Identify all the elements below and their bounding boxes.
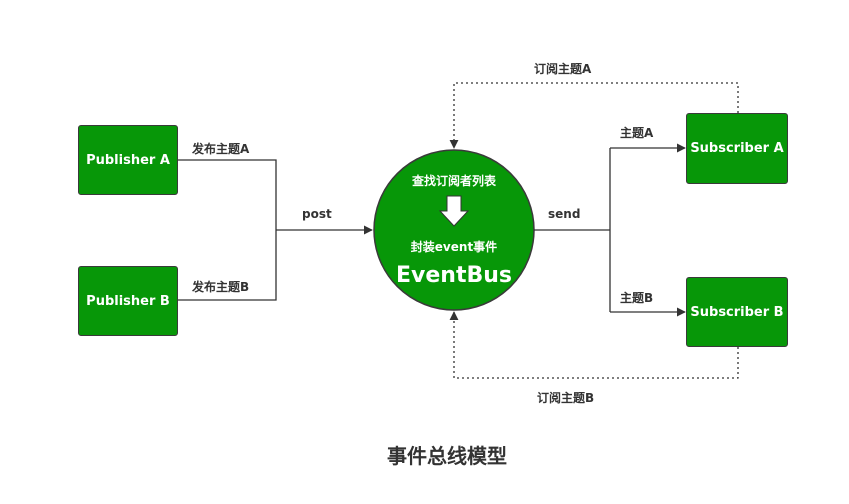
- down-arrow-icon: [438, 195, 470, 227]
- eventbus-title: EventBus: [396, 263, 512, 288]
- publisher-a-line: [178, 159, 277, 230]
- publisher-b-label: Publisher B: [86, 293, 170, 309]
- publisher-a-label: Publisher A: [86, 152, 170, 168]
- subscribe-a-dotted-line: [449, 82, 739, 149]
- send-label: send: [548, 207, 581, 221]
- bus-step-find-subscribers: 查找订阅者列表: [411, 174, 496, 188]
- subscriber-a-node: Subscriber A: [686, 113, 788, 184]
- publisher-a-node: Publisher A: [78, 125, 178, 195]
- subscriber-b-node: Subscriber B: [686, 277, 788, 347]
- subscribe-b-dotted-line: [449, 311, 739, 379]
- topic-b-label: 主题B: [620, 291, 654, 305]
- subscribe-topic-b-label: 订阅主题B: [537, 391, 595, 405]
- publisher-b-node: Publisher B: [78, 266, 178, 336]
- bus-step-wrap-event: 封装event事件: [410, 240, 498, 254]
- topic-a-label: 主题A: [620, 126, 654, 140]
- subscriber-b-label: Subscriber B: [690, 304, 784, 320]
- publisher-b-line: [178, 230, 277, 301]
- post-label: post: [302, 207, 332, 221]
- diagram-title: 事件总线模型: [387, 444, 507, 468]
- publish-topic-a-label: 发布主题A: [192, 142, 250, 156]
- subscriber-a-label: Subscriber A: [690, 141, 784, 156]
- publish-topic-b-label: 发布主题B: [192, 280, 250, 294]
- subscribe-topic-a-label: 订阅主题A: [534, 62, 592, 76]
